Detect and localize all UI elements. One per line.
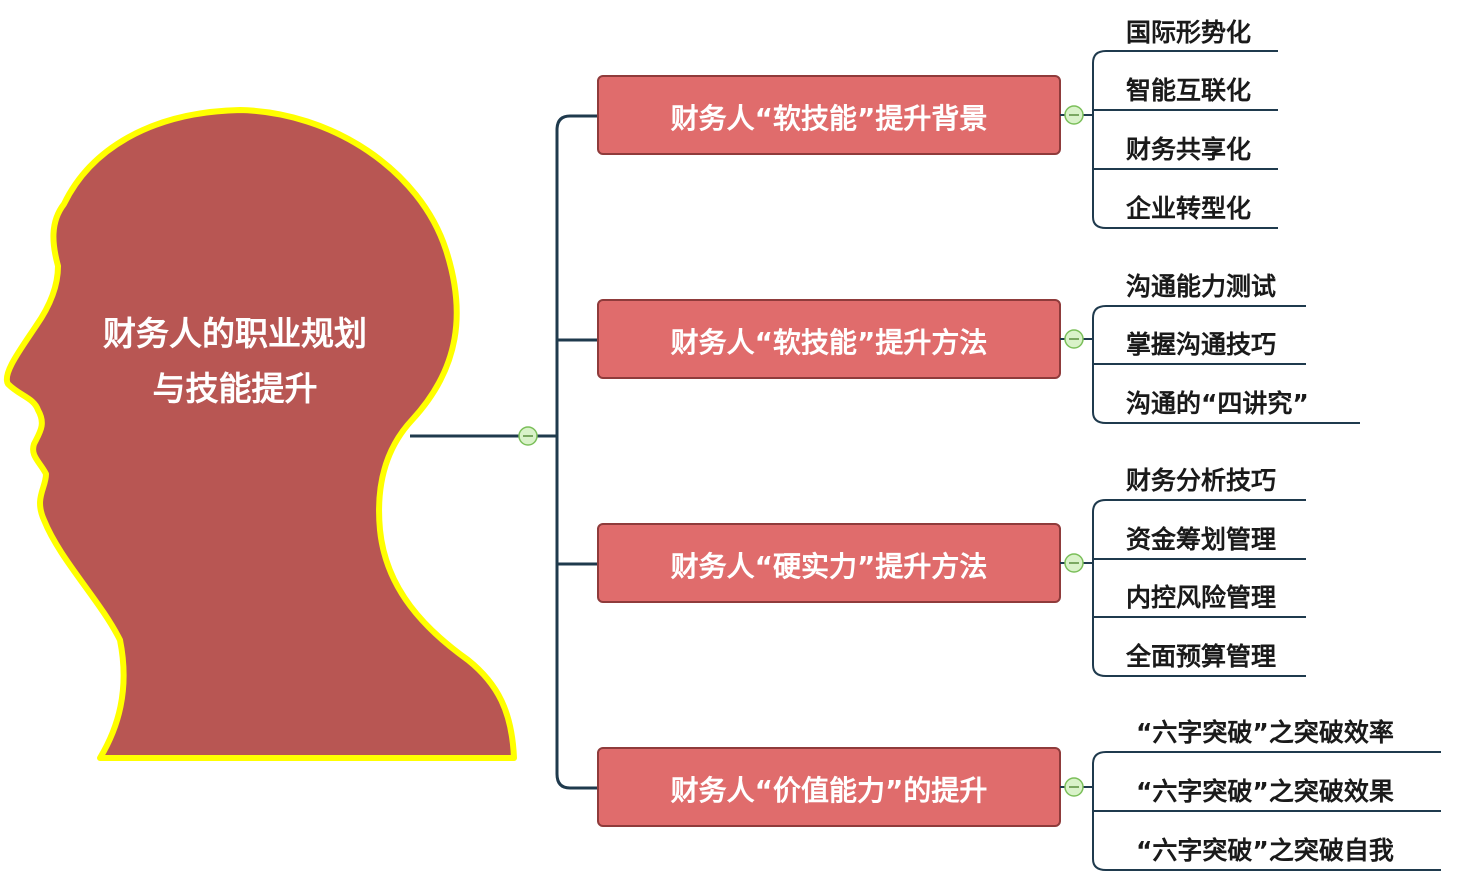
branch-node[interactable]: 财务人“价值能力”的提升 bbox=[597, 747, 1061, 827]
leaf-label[interactable]: “六字突破”之突破效率 bbox=[1136, 718, 1394, 747]
minus-circle-icon[interactable] bbox=[1064, 553, 1084, 573]
leaf-label[interactable]: 沟通能力测试 bbox=[1126, 272, 1276, 301]
head-silhouette[interactable] bbox=[3, 107, 517, 761]
minus-circle-icon[interactable] bbox=[1064, 105, 1084, 125]
branch-label: 财务人“软技能”提升背景 bbox=[671, 102, 988, 135]
root-title-line2[interactable]: 与技能提升 bbox=[153, 369, 318, 408]
leaf-label[interactable]: 沟通的“四讲究” bbox=[1126, 389, 1309, 418]
leaf-label[interactable]: 掌握沟通技巧 bbox=[1126, 330, 1276, 359]
branch-label: 财务人“硬实力”提升方法 bbox=[671, 550, 988, 583]
leaf-label[interactable]: “六字突破”之突破效果 bbox=[1136, 777, 1394, 806]
branch-label: 财务人“软技能”提升方法 bbox=[671, 326, 988, 359]
branch-label: 财务人“价值能力”的提升 bbox=[671, 774, 988, 807]
minus-circle-icon[interactable] bbox=[1064, 777, 1084, 797]
minus-circle-icon[interactable] bbox=[518, 426, 538, 446]
leaf-label[interactable]: 智能互联化 bbox=[1126, 76, 1251, 105]
leaf-label[interactable]: 企业转型化 bbox=[1126, 194, 1251, 223]
branch-node[interactable]: 财务人“软技能”提升方法 bbox=[597, 299, 1061, 379]
leaf-label[interactable]: 内控风险管理 bbox=[1126, 583, 1276, 612]
leaf-label[interactable]: 财务分析技巧 bbox=[1126, 466, 1276, 495]
branch-connector bbox=[1060, 499, 1306, 677]
leaf-label[interactable]: 财务共享化 bbox=[1126, 135, 1251, 164]
minus-circle-icon[interactable] bbox=[1064, 329, 1084, 349]
root-title-line1[interactable]: 财务人的职业规划 bbox=[103, 314, 367, 353]
leaf-label[interactable]: 全面预算管理 bbox=[1125, 642, 1276, 671]
leaf-label[interactable]: 资金筹划管理 bbox=[1126, 525, 1276, 554]
branch-node[interactable]: 财务人“软技能”提升背景 bbox=[597, 75, 1061, 155]
leaf-label[interactable]: “六字突破”之突破自我 bbox=[1136, 836, 1394, 865]
branch-connector bbox=[1060, 751, 1441, 871]
branch-node[interactable]: 财务人“硬实力”提升方法 bbox=[597, 523, 1061, 603]
leaf-label[interactable]: 国际形势化 bbox=[1126, 18, 1251, 47]
